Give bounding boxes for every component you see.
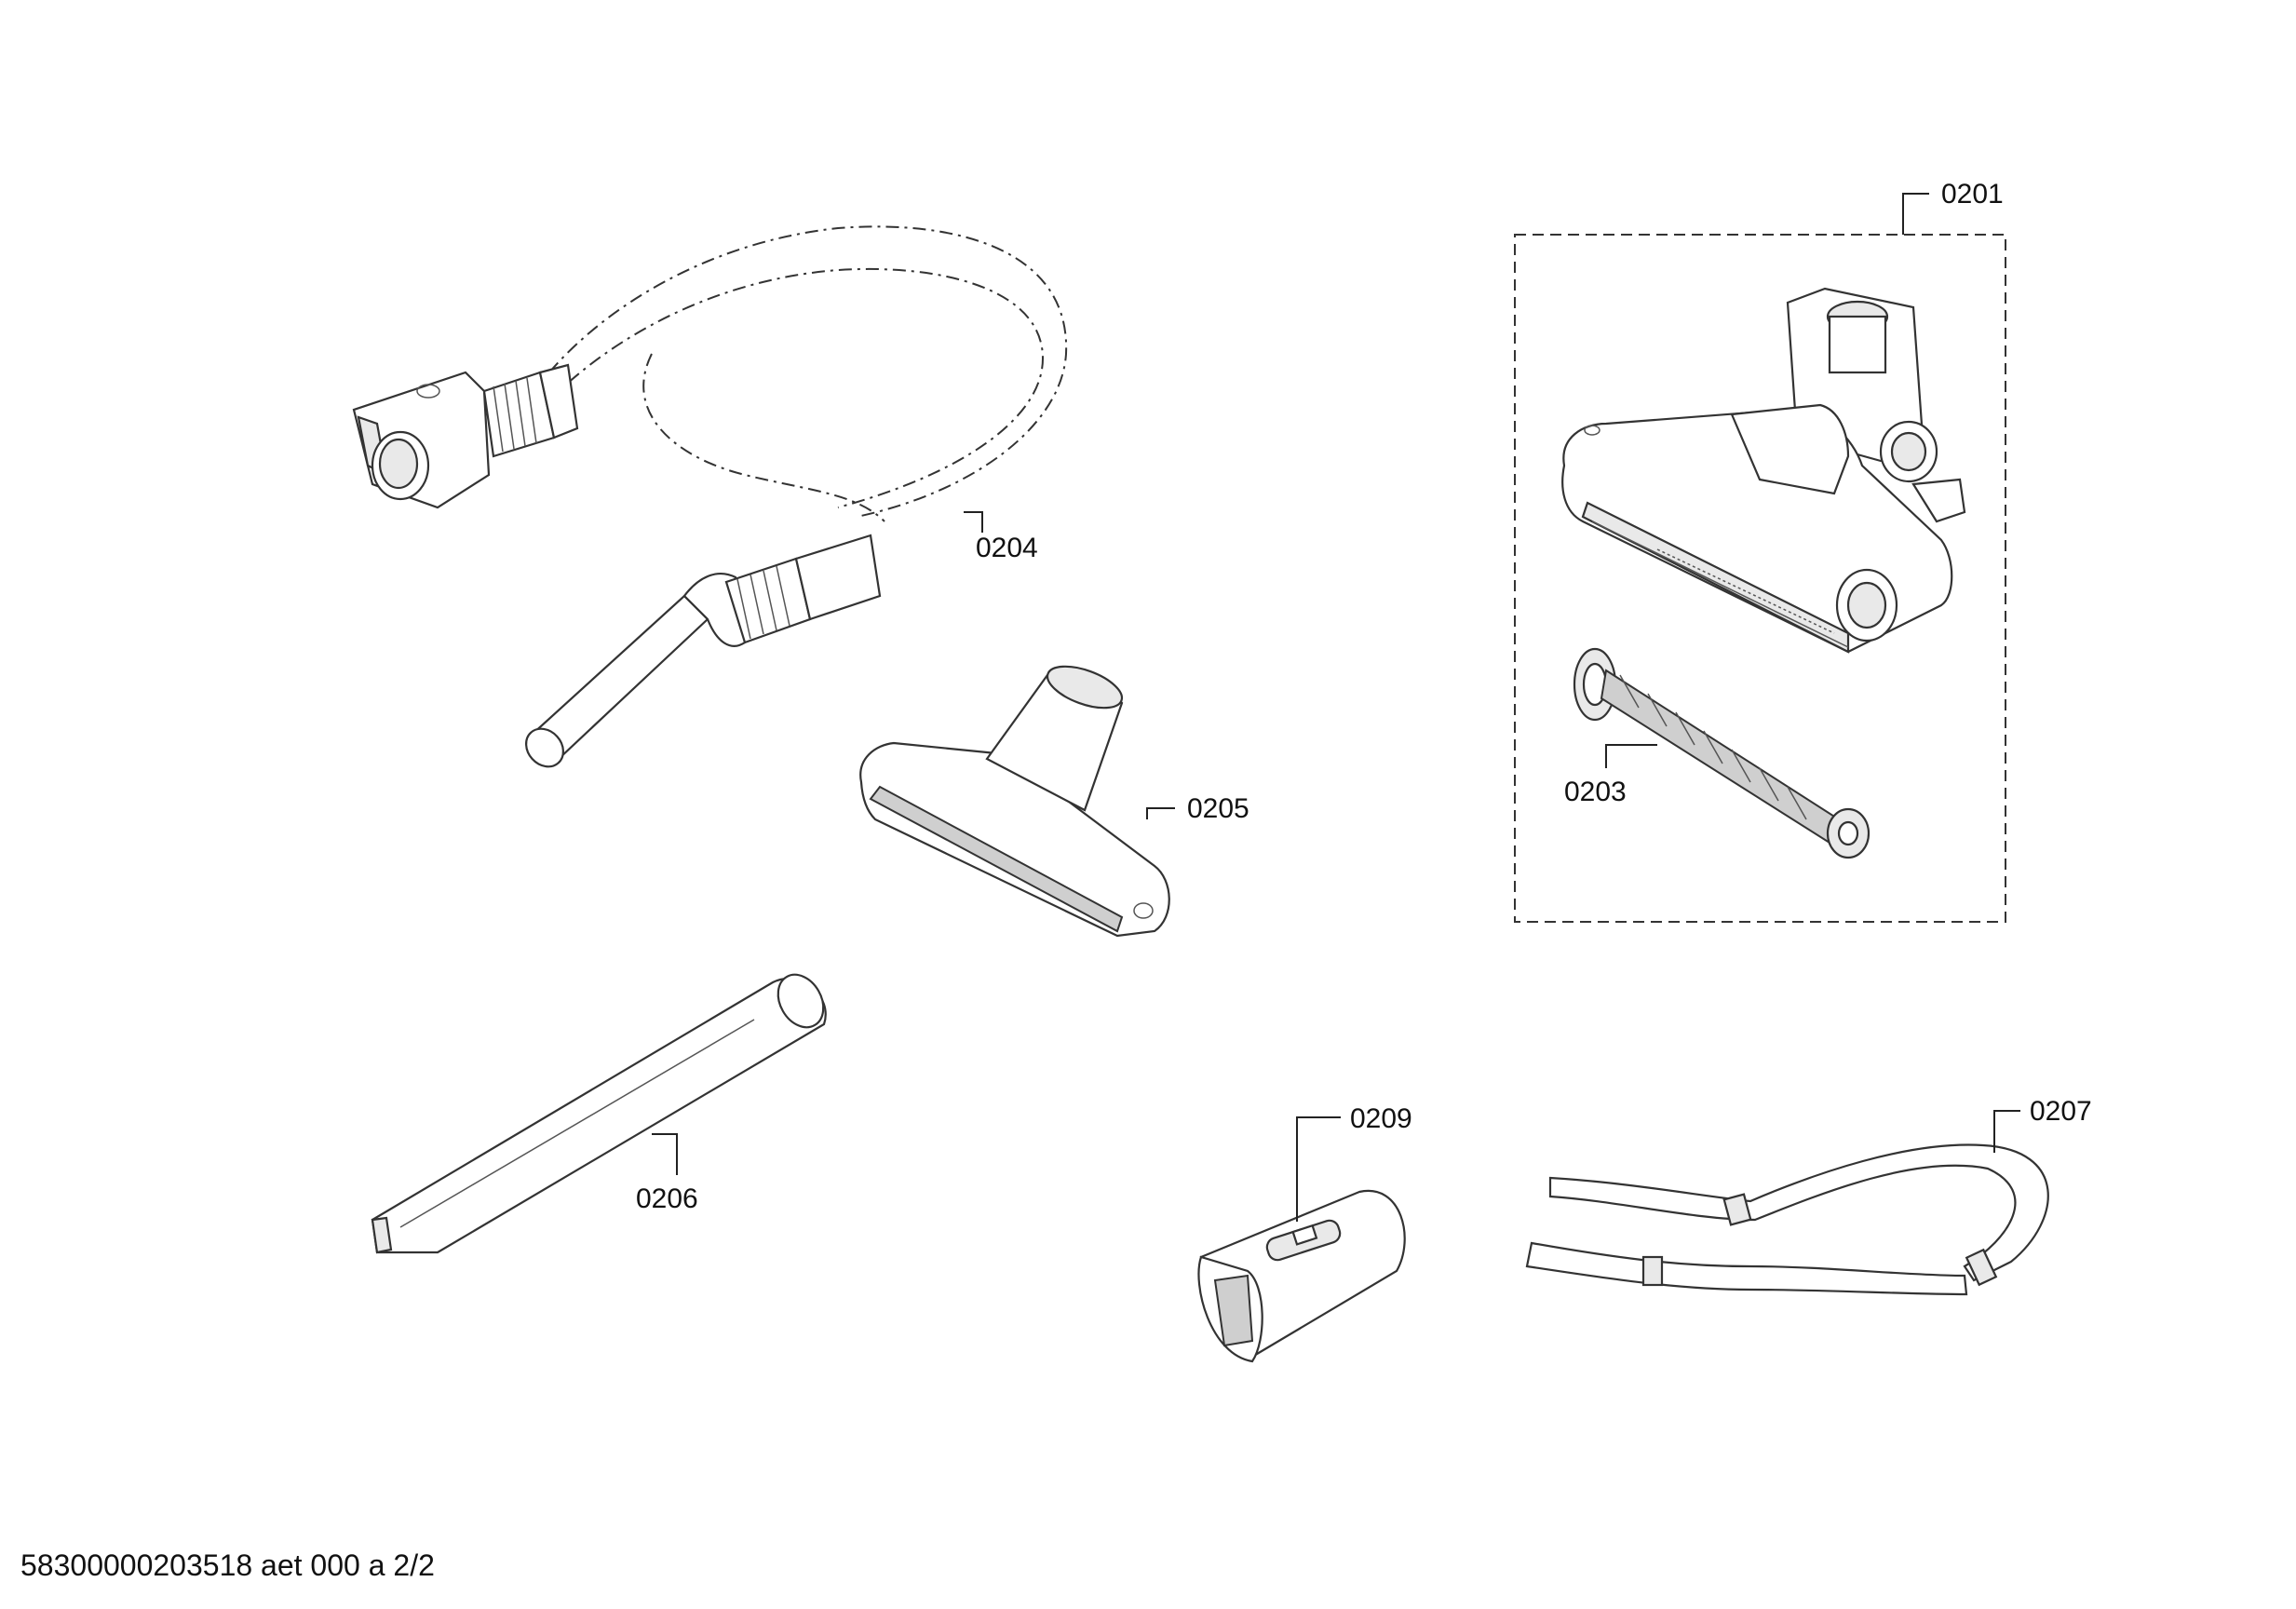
label-0207: 0207	[2030, 1096, 2092, 1127]
label-0204: 0204	[976, 533, 1038, 563]
label-0205: 0205	[1187, 793, 1249, 824]
hose-tube-end	[525, 534, 882, 768]
part-0209-adapter[interactable]: 0209	[1197, 1103, 1412, 1363]
hose-handle-connector	[352, 363, 579, 509]
floor-head-body	[1561, 403, 1953, 654]
label-0209: 0209	[1350, 1103, 1412, 1134]
part-0204-hose[interactable]: 0204	[352, 225, 1068, 774]
part-0206-crevice-tool[interactable]: 0206	[371, 967, 832, 1254]
kit-0201-box	[1514, 234, 2006, 923]
label-0203: 0203	[1564, 777, 1627, 807]
document-id: 58300000203518 aet 000 a 2/2	[20, 1548, 435, 1582]
part-0205-upholstery-nozzle[interactable]: 0205	[859, 658, 1249, 938]
label-0206: 0206	[636, 1183, 698, 1214]
part-0203-brush-roll[interactable]: 0203	[1564, 647, 1871, 859]
part-0201-floor-head[interactable]: 0201	[1514, 179, 2006, 923]
part-0207-shoulder-strap[interactable]: 0207	[1525, 1096, 2092, 1296]
label-0201: 0201	[1941, 179, 2004, 210]
